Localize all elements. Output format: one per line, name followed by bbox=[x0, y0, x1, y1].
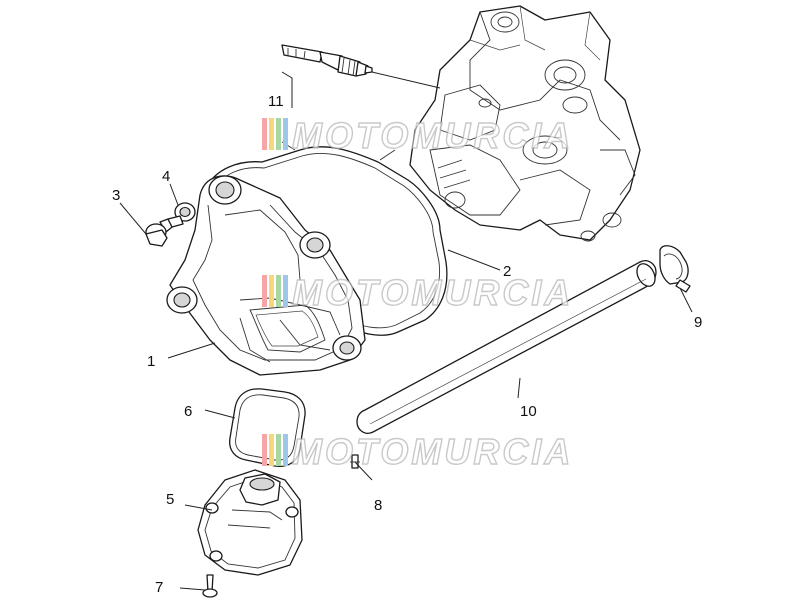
callout-11: 11 bbox=[268, 93, 284, 110]
watermark-stripe-green bbox=[276, 118, 281, 150]
watermark-stripe-green bbox=[276, 434, 281, 466]
leader-lines bbox=[119, 71, 693, 591]
callout-6: 6 bbox=[184, 403, 192, 420]
watermark-stripe-red bbox=[262, 275, 267, 307]
callout-1: 1 bbox=[147, 353, 155, 370]
watermark-stripe-yellow bbox=[269, 434, 274, 466]
callout-labels: 11 3 4 1 6 5 7 8 9 10 2 bbox=[112, 93, 702, 596]
callout-2: 2 bbox=[503, 263, 511, 280]
watermark-stripe-green bbox=[276, 275, 281, 307]
watermark-stripe-blue bbox=[283, 434, 288, 466]
callout-8: 8 bbox=[374, 497, 382, 514]
watermark-middle: MOTOMURCIA bbox=[262, 271, 573, 314]
watermark-stripe-blue bbox=[283, 275, 288, 307]
callout-9: 9 bbox=[694, 314, 702, 331]
watermark-stripe-yellow bbox=[269, 118, 274, 150]
watermark-stripe-blue bbox=[283, 118, 288, 150]
watermark-stripe-red bbox=[262, 118, 267, 150]
cylinder-head bbox=[409, 5, 641, 242]
breather-hose bbox=[356, 260, 657, 434]
bolt bbox=[145, 215, 184, 247]
watermark-bottom: MOTOMURCIA bbox=[262, 430, 573, 473]
watermark-top: MOTOMURCIA bbox=[262, 114, 573, 157]
callout-4: 4 bbox=[162, 168, 170, 185]
cylinder-head-cover bbox=[166, 175, 366, 376]
callout-5: 5 bbox=[166, 491, 174, 508]
watermark-text: MOTOMURCIA bbox=[292, 115, 573, 156]
callout-3: 3 bbox=[112, 187, 120, 204]
watermark-text: MOTOMURCIA bbox=[292, 272, 573, 313]
watermark-text: MOTOMURCIA bbox=[292, 431, 573, 472]
breather-cover bbox=[197, 469, 303, 576]
screw bbox=[202, 574, 218, 598]
watermark: MOTOMURCIA MOTOMURCIA MOTOMURCIA bbox=[262, 114, 573, 473]
callout-7: 7 bbox=[155, 579, 163, 596]
callout-10: 10 bbox=[520, 403, 537, 420]
spark-plug bbox=[281, 44, 373, 77]
hose-clamp bbox=[659, 245, 691, 293]
watermark-stripe-red bbox=[262, 434, 267, 466]
watermark-stripe-yellow bbox=[269, 275, 274, 307]
